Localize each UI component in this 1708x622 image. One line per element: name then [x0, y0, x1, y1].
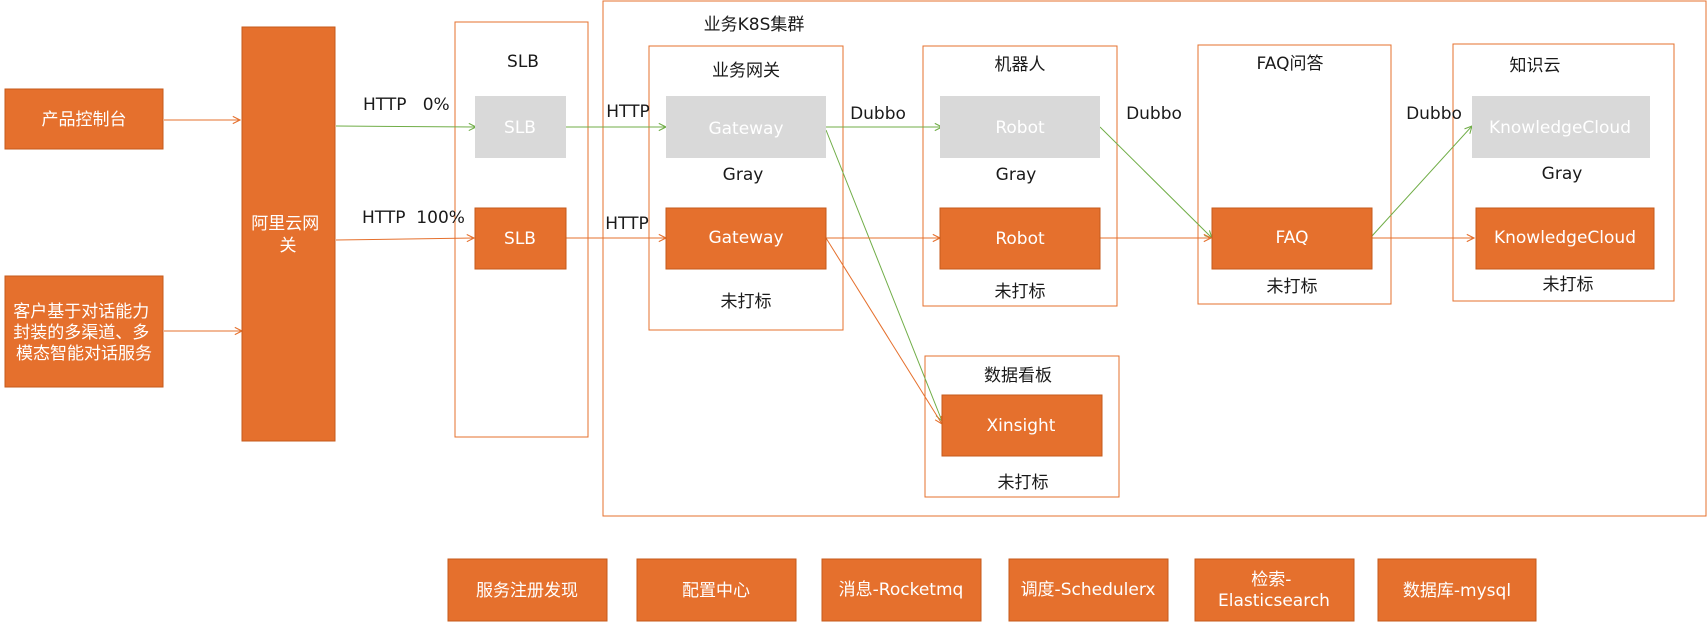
- faq-main-tag: 未打标: [1267, 277, 1318, 297]
- infra-elasticsearch-label: 检索- Elasticsearch: [1218, 570, 1330, 611]
- faq-title: FAQ问答: [1257, 54, 1324, 74]
- knowledge-gray-tag: Gray: [1542, 164, 1583, 184]
- slb-frame: [454, 21, 589, 438]
- edge-apigw-to-slb-main: [335, 238, 474, 240]
- edge-faq-to-knowledge-gray: [1371, 126, 1472, 237]
- customer-service-label: 客户基于对话能力 封装的多渠道、多 模态智能对话服务: [13, 302, 154, 364]
- infra-mysql: [1377, 558, 1537, 622]
- edge-label-dubbo-c: Dubbo: [1406, 104, 1462, 124]
- aliyun-gateway-line-1: 阿里云网: [251, 214, 319, 234]
- robot-gray-tag: Gray: [996, 165, 1037, 185]
- infra-rocketmq: [821, 558, 982, 622]
- edge-robot-gray-to-faq: [1099, 126, 1212, 238]
- customer-service-line-1: 客户基于对话能力: [13, 302, 149, 322]
- customer-service-line-3: 模态智能对话服务: [16, 344, 152, 364]
- gateway-main-tag: 未打标: [721, 292, 772, 312]
- k8s-cluster-frame: [602, 0, 1707, 517]
- robot-main-node: [939, 207, 1101, 270]
- infra-service-discovery-label: 服务注册发现: [476, 581, 578, 601]
- faq-main-node: [1211, 207, 1373, 270]
- infra-service-discovery: [447, 558, 608, 622]
- knowledge-main-label: KnowledgeCloud: [1494, 228, 1636, 248]
- knowledge-main-tag: 未打标: [1543, 275, 1594, 295]
- edge-gateway-gray-to-xinsight: [825, 129, 942, 421]
- xinsight-tag: 未打标: [998, 473, 1049, 493]
- infra-schedulerx: [1008, 558, 1169, 622]
- faq-main-label: FAQ: [1276, 228, 1309, 248]
- knowledge-frame: [1452, 43, 1675, 302]
- knowledge-title: 知识云: [1510, 56, 1561, 76]
- faq-frame: [1197, 44, 1392, 305]
- gateway-gray-tag: Gray: [723, 165, 764, 185]
- dashboard-title: 数据看板: [984, 366, 1052, 386]
- edge-label-http-gray: HTTP 0%: [363, 95, 450, 115]
- gateway-main-node: [665, 207, 827, 270]
- knowledge-gray-label: KnowledgeCloud: [1489, 118, 1631, 138]
- infra-elasticsearch-line-2: Elasticsearch: [1218, 591, 1330, 611]
- edge-label-dubbo-b: Dubbo: [1126, 104, 1182, 124]
- k8s-cluster-title: 业务K8S集群: [704, 15, 805, 35]
- slb-gray-node: [475, 96, 566, 158]
- biz-gateway-frame: [648, 45, 844, 331]
- robot-main-tag: 未打标: [995, 282, 1046, 302]
- dashboard-frame: [924, 355, 1120, 498]
- infra-config-center: [636, 558, 797, 622]
- biz-gateway-title: 业务网关: [712, 61, 780, 81]
- robot-frame: [922, 45, 1118, 307]
- infra-config-center-label: 配置中心: [682, 581, 750, 601]
- edge-apigw-to-slb-gray: [335, 126, 476, 127]
- slb-main-node: [474, 207, 567, 270]
- edge-label-http-b: HTTP: [605, 214, 649, 234]
- xinsight-label: Xinsight: [987, 416, 1056, 436]
- edge-label-http-a: HTTP: [606, 102, 650, 122]
- infra-rocketmq-label: 消息-Rocketmq: [839, 580, 964, 600]
- aliyun-gateway-line-2: 关: [280, 236, 297, 256]
- console-node: [4, 88, 164, 150]
- aliyun-gateway-label: 阿里云网 关: [251, 214, 324, 256]
- robot-title: 机器人: [995, 55, 1046, 75]
- edge-label-dubbo-a: Dubbo: [850, 104, 906, 124]
- infra-elasticsearch: [1194, 558, 1355, 622]
- console-label: 产品控制台: [42, 110, 127, 130]
- gateway-gray-label: Gateway: [708, 119, 783, 139]
- robot-gray-node: [940, 96, 1100, 158]
- robot-gray-label: Robot: [995, 118, 1045, 138]
- aliyun-gateway-node: [241, 26, 336, 442]
- knowledge-main-node: [1475, 207, 1655, 270]
- infra-mysql-label: 数据库-mysql: [1403, 581, 1511, 601]
- edge-gateway-main-to-xinsight: [825, 237, 942, 424]
- slb-main-label: SLB: [504, 229, 536, 249]
- edge-label-http-main: HTTP 100%: [362, 208, 465, 228]
- knowledge-gray-node: [1472, 96, 1650, 158]
- slb-gray-label: SLB: [504, 118, 536, 138]
- gateway-gray-node: [666, 96, 826, 158]
- gateway-main-label: Gateway: [708, 228, 783, 248]
- infra-schedulerx-label: 调度-Schedulerx: [1021, 580, 1156, 600]
- slb-frame-title: SLB: [507, 52, 539, 72]
- infra-elasticsearch-line-1: 检索-: [1251, 570, 1291, 590]
- robot-main-label: Robot: [995, 229, 1045, 249]
- connectors: [164, 120, 1474, 424]
- xinsight-node: [941, 394, 1103, 457]
- customer-service-line-2: 封装的多渠道、多: [13, 323, 149, 343]
- customer-service-node: [4, 275, 164, 388]
